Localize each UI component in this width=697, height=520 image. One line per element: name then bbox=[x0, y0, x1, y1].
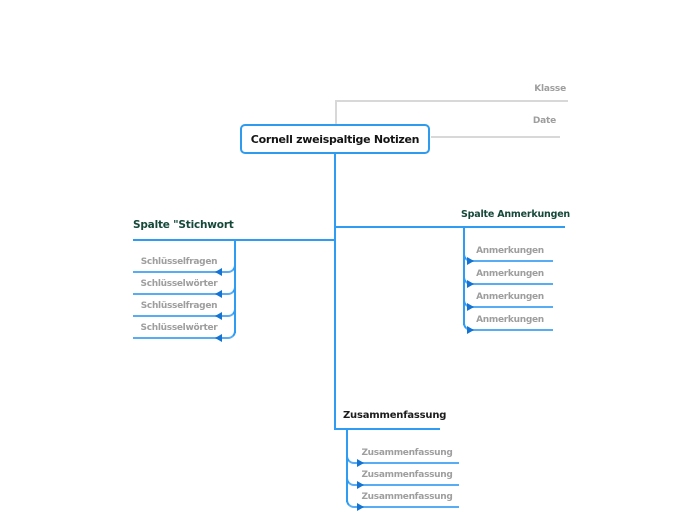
arrow-right-icon bbox=[467, 303, 474, 311]
item-underline bbox=[355, 484, 459, 486]
right-item-label[interactable]: Anmerkungen bbox=[476, 246, 544, 256]
arrow-right-icon bbox=[357, 459, 364, 467]
branch-right-title[interactable]: Spalte Anmerkungen bbox=[461, 209, 570, 220]
item-underline bbox=[472, 329, 553, 331]
arrow-left-icon bbox=[215, 290, 222, 298]
arrow-right-icon bbox=[467, 326, 474, 334]
left-item-label[interactable]: Schlüsselwörter bbox=[140, 323, 218, 333]
branch-bottom-underline bbox=[335, 428, 440, 430]
branch-right-underline bbox=[335, 226, 565, 228]
connector-elbow bbox=[346, 500, 357, 508]
item-underline bbox=[133, 337, 225, 339]
arrow-right-icon bbox=[467, 257, 474, 265]
right-item-label[interactable]: Anmerkungen bbox=[476, 292, 544, 302]
node-klasse[interactable]: Klasse bbox=[534, 84, 566, 94]
item-underline bbox=[355, 506, 459, 508]
item-underline bbox=[133, 271, 225, 273]
left-item-label[interactable]: Schlüsselwörter bbox=[140, 279, 218, 289]
klasse-connector-vertical bbox=[335, 100, 337, 124]
central-topic[interactable]: Cornell zweispaltige Notizen bbox=[240, 124, 430, 154]
right-item-label[interactable]: Anmerkungen bbox=[476, 315, 544, 325]
arrow-right-icon bbox=[467, 280, 474, 288]
bottom-item-label[interactable]: Zusammenfassung bbox=[361, 492, 453, 502]
date-connector-line bbox=[431, 136, 560, 138]
item-underline bbox=[472, 283, 553, 285]
item-underline bbox=[472, 306, 553, 308]
branch-bottom-stem bbox=[346, 428, 348, 502]
branch-left-title[interactable]: Spalte "Stichwort bbox=[133, 219, 234, 231]
left-item-label[interactable]: Schlüsselfragen bbox=[140, 257, 218, 267]
connector-elbow bbox=[346, 478, 357, 486]
arrow-left-icon bbox=[215, 268, 222, 276]
left-item-label[interactable]: Schlüsselfragen bbox=[140, 301, 218, 311]
klasse-connector-line bbox=[335, 100, 568, 102]
connector-elbow bbox=[346, 456, 357, 464]
bottom-item-label[interactable]: Zusammenfassung bbox=[361, 470, 453, 480]
item-underline bbox=[133, 293, 225, 295]
item-underline bbox=[133, 315, 225, 317]
item-underline bbox=[355, 462, 459, 464]
branch-left-stem bbox=[234, 239, 236, 333]
branch-bottom-title[interactable]: Zusammenfassung bbox=[343, 410, 447, 421]
connector-elbow bbox=[225, 331, 236, 339]
arrow-right-icon bbox=[357, 481, 364, 489]
item-underline bbox=[472, 260, 553, 262]
arrow-left-icon bbox=[215, 334, 222, 342]
arrow-left-icon bbox=[215, 312, 222, 320]
node-date[interactable]: Date bbox=[532, 116, 556, 126]
right-item-label[interactable]: Anmerkungen bbox=[476, 269, 544, 279]
main-trunk-line bbox=[334, 152, 336, 430]
arrow-right-icon bbox=[357, 503, 364, 511]
branch-right-stem bbox=[463, 226, 465, 325]
bottom-item-label[interactable]: Zusammenfassung bbox=[361, 448, 453, 458]
